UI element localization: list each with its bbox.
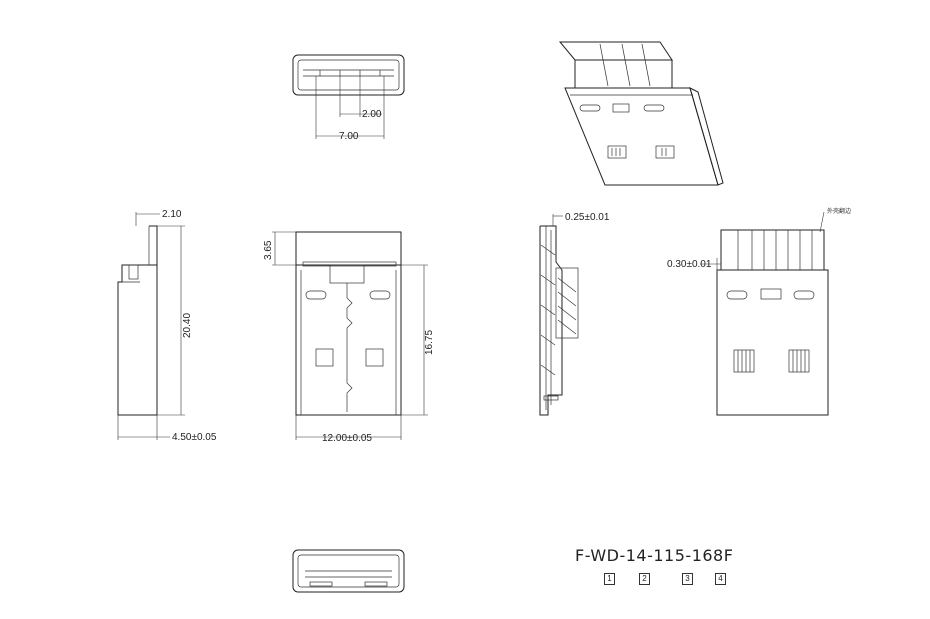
dim-section-thickness: 0.25±0.01 xyxy=(565,212,610,223)
dim-top-pitch: 2.00 xyxy=(362,109,382,120)
side-view xyxy=(117,212,185,440)
section-view xyxy=(539,214,579,416)
dim-front-width: 12.00±0.05 xyxy=(322,433,372,444)
revision-box-3: 3 xyxy=(682,573,693,585)
dim-rear-offset: 0.30±0.01 xyxy=(667,259,712,270)
part-number: F-WD-14-115-168F xyxy=(575,546,734,565)
dim-side-length: 20.40 xyxy=(182,313,193,338)
revision-box-4: 4 xyxy=(715,573,726,585)
dim-side-thickness: 4.50±0.05 xyxy=(172,432,217,443)
revision-box-1: 1 xyxy=(604,573,615,585)
revision-box-2: 2 xyxy=(639,573,650,585)
top-end-view xyxy=(292,54,405,139)
dim-front-top: 3.65 xyxy=(263,240,274,260)
revision-boxes: 1 2 3 4 xyxy=(604,573,734,587)
rear-view xyxy=(700,211,829,416)
dim-front-length: 16.75 xyxy=(424,330,435,355)
rear-note: 外壳翻边 xyxy=(827,207,851,215)
dim-top-width: 7.00 xyxy=(339,131,359,142)
isometric-view xyxy=(558,41,724,186)
dim-side-top: 2.10 xyxy=(162,209,182,220)
front-view xyxy=(272,231,428,440)
bottom-end-view xyxy=(292,549,405,593)
